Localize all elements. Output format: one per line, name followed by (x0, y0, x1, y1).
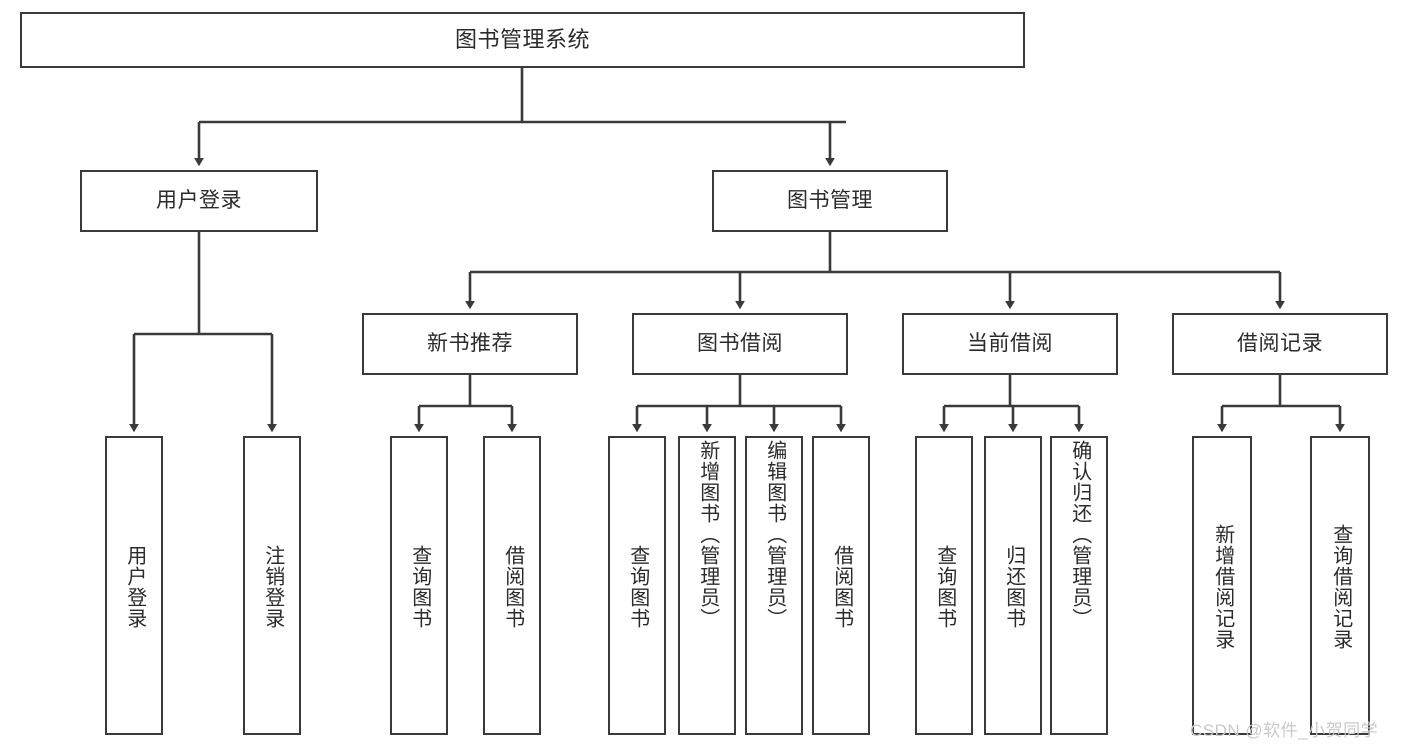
node-label: 新书推荐 (427, 332, 513, 356)
leaf-label: 查询图书 (626, 544, 649, 629)
leaf-label: 查询借阅记录 (1329, 523, 1352, 650)
leaf-label: 确认归还（管理员） (1068, 440, 1091, 629)
leaf-label: 用户登录 (123, 544, 146, 629)
leaf-label: 新增图书（管理员） (696, 440, 719, 629)
leaf-label: 编辑图书（管理员） (763, 440, 786, 629)
leaf-label: 借阅图书 (830, 544, 853, 629)
leaf-recommend-query-book[interactable]: 查询图书 (390, 436, 448, 735)
leaf-borrow-query-book[interactable]: 查询图书 (608, 436, 666, 735)
node-book-management[interactable]: 图书管理 (712, 170, 948, 232)
leaf-label: 查询图书 (933, 544, 956, 629)
node-label: 用户登录 (156, 189, 242, 213)
node-new-book-recommend[interactable]: 新书推荐 (362, 313, 578, 375)
leaf-label: 借阅图书 (501, 544, 524, 629)
node-borrow-records[interactable]: 借阅记录 (1172, 313, 1388, 375)
node-book-borrow[interactable]: 图书借阅 (632, 313, 848, 375)
node-label: 图书管理 (787, 189, 873, 213)
leaf-label: 归还图书 (1002, 544, 1025, 629)
leaf-borrow-edit-book-admin[interactable]: 编辑图书（管理员） (745, 436, 803, 735)
node-root-book-management-system[interactable]: 图书管理系统 (20, 12, 1025, 68)
csdn-watermark: CSDN @软件_小贺同学 (1190, 721, 1379, 740)
node-label: 图书借阅 (697, 332, 783, 356)
node-label: 借阅记录 (1237, 332, 1323, 356)
leaf-records-add-record[interactable]: 新增借阅记录 (1192, 436, 1252, 735)
leaf-borrow-borrow-book[interactable]: 借阅图书 (812, 436, 870, 735)
leaf-user-login-logout[interactable]: 注销登录 (243, 436, 301, 735)
node-label: 图书管理系统 (454, 26, 590, 52)
leaf-borrow-add-book-admin[interactable]: 新增图书（管理员） (678, 436, 736, 735)
leaf-recommend-borrow-book[interactable]: 借阅图书 (483, 436, 541, 735)
node-user-login[interactable]: 用户登录 (80, 170, 318, 232)
leaf-current-confirm-return-admin[interactable]: 确认归还（管理员） (1050, 436, 1108, 735)
leaf-records-query-record[interactable]: 查询借阅记录 (1310, 436, 1370, 735)
node-current-borrow[interactable]: 当前借阅 (902, 313, 1118, 375)
leaf-current-query-book[interactable]: 查询图书 (915, 436, 973, 735)
leaf-label: 注销登录 (261, 544, 284, 629)
leaf-label: 新增借阅记录 (1211, 523, 1234, 650)
leaf-user-login-login[interactable]: 用户登录 (105, 436, 163, 735)
leaf-label: 查询图书 (408, 544, 431, 629)
node-label: 当前借阅 (967, 332, 1053, 356)
leaf-current-return-book[interactable]: 归还图书 (984, 436, 1042, 735)
